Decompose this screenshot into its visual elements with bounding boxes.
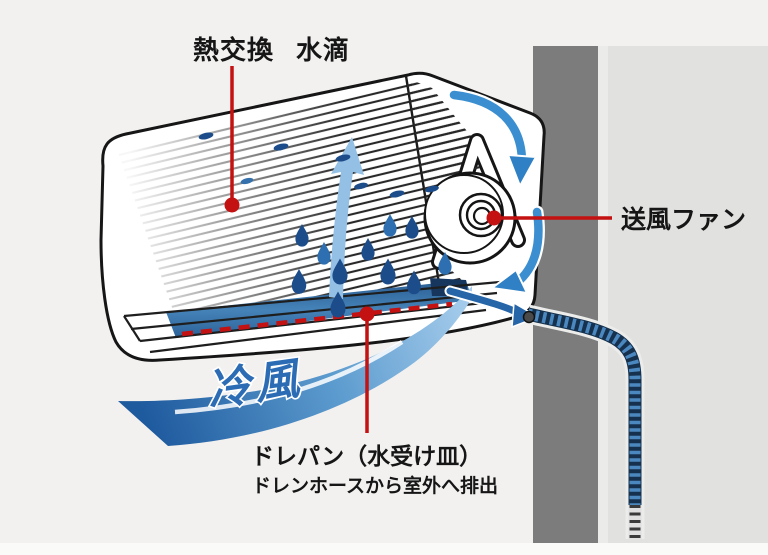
drain-hose bbox=[522, 304, 645, 539]
label-heat-exchange: 熱交換 bbox=[193, 35, 274, 65]
water-droplet-icons bbox=[198, 132, 452, 318]
annotation-callouts bbox=[224, 66, 612, 433]
wall-corner-highlight bbox=[598, 46, 608, 543]
blower-fan bbox=[423, 171, 517, 265]
heat-exchanger-fins bbox=[118, 82, 478, 316]
label-water-droplets: 水滴 bbox=[296, 35, 350, 65]
labels: 熱交換 水滴 送風ファン ドレパン（水受け皿） ドレンホースから室外へ排出 bbox=[193, 35, 746, 497]
rising-air-arrow-icon bbox=[329, 137, 364, 299]
callout-dot-blower-fan bbox=[486, 210, 502, 226]
hose-connector bbox=[522, 310, 536, 324]
wall-side-face bbox=[533, 46, 598, 543]
fan-hub bbox=[458, 192, 504, 238]
label-blower-fan: 送風ファン bbox=[621, 205, 746, 234]
ac-unit bbox=[99, 71, 546, 362]
fan-airflow-arrows bbox=[447, 88, 545, 295]
fan-intake-arrow-icon bbox=[449, 90, 527, 165]
label-drain-pan: ドレパン（水受け皿） bbox=[251, 443, 482, 469]
callout-dot-heat-exchange bbox=[224, 197, 240, 213]
cool-air-swoosh-arrow-icon bbox=[118, 286, 472, 446]
callout-dot-drain-pan bbox=[359, 306, 375, 322]
label-drain-note: ドレンホースから室外へ排出 bbox=[252, 474, 498, 497]
floor-strip bbox=[0, 543, 768, 555]
outlet-louvers bbox=[123, 280, 501, 354]
drain-water-dashed-line bbox=[181, 301, 453, 337]
wall-front-face bbox=[598, 46, 768, 543]
